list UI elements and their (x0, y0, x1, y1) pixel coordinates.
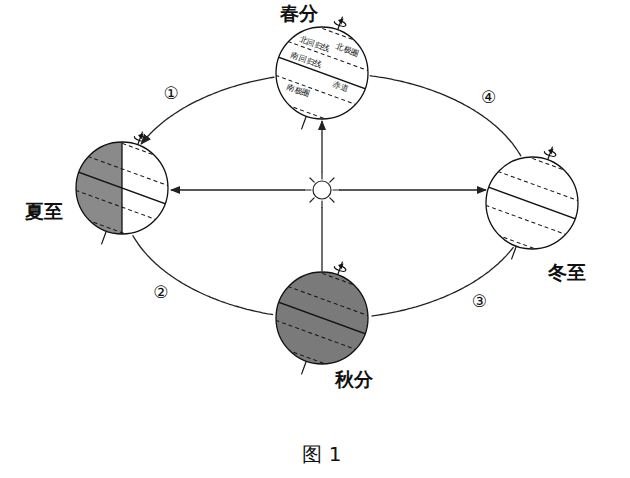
equator-label: 赤道 (330, 79, 350, 94)
polar-circle-label: 南极圈 (285, 82, 313, 99)
figure-caption: 图 1 (302, 442, 341, 466)
polar-circle-label: 北极圈 (334, 41, 362, 58)
tropic-label: 南回归线 (289, 50, 324, 70)
orbit-segment (141, 77, 274, 144)
season-label: 夏至 (25, 200, 63, 222)
season-label: 秋分 (335, 368, 373, 390)
globe-frame: 北回归线北极圈南回归线赤道 南极圈 (263, 14, 381, 132)
season-label: 冬至 (548, 261, 586, 283)
orbit-segment (372, 247, 514, 316)
tropic-label: 北回归线 (297, 34, 332, 54)
earth-globe: 冬至 (486, 157, 578, 249)
segment-number: ④ (480, 87, 497, 107)
orbit-segment (370, 76, 521, 157)
segment-number: ② (152, 282, 169, 302)
segment-number: ① (163, 83, 180, 103)
earth-globe: 秋分 (276, 272, 368, 364)
earth-globe: 夏至 (76, 142, 168, 234)
segment-number: ③ (471, 291, 488, 311)
orbit-segment (133, 235, 273, 315)
earth-globe: 春分北回归线北极圈南回归线赤道南极圈 (276, 27, 368, 119)
season-label: 春分 (280, 2, 318, 24)
